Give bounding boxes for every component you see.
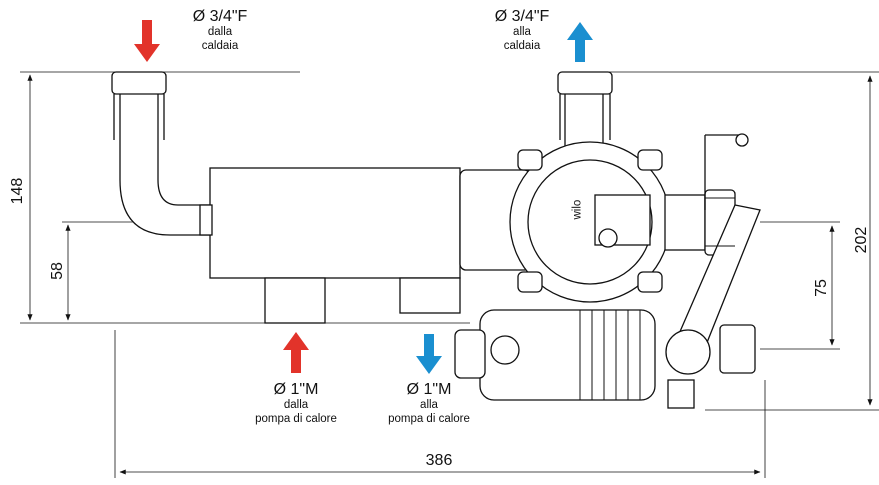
dim-right-inner: 75 (813, 279, 830, 297)
text-top-right-1: alla (513, 26, 531, 39)
manifold-body (111, 71, 761, 409)
size-top-right: Ø 3/4"F (494, 8, 550, 25)
label-bottom-right: Ø 1"M alla pompa di calore (369, 381, 489, 426)
arrow-up-cold-top (567, 22, 593, 62)
text-bottom-right-1: alla (420, 399, 438, 412)
pump-brand: wilo (571, 199, 584, 220)
dim-overall-height: 148 (9, 177, 26, 205)
text-top-right-2: caldaia (503, 39, 541, 52)
arrow-down-cold-bottom (416, 334, 442, 374)
dimension-lines (20, 71, 879, 478)
text-bottom-left-2: pompa di calore (255, 412, 337, 425)
label-top-right: Ø 3/4"F alla caldaia (462, 8, 582, 53)
dim-right-height: 202 (853, 226, 870, 254)
arrow-up-hot-bottom (283, 332, 309, 373)
filter-ribs (579, 197, 735, 400)
dim-overall-width: 386 (425, 452, 453, 469)
text-top-left-2: caldaia (201, 39, 239, 52)
size-bottom-left: Ø 1"M (273, 381, 319, 398)
text-bottom-left-1: dalla (283, 399, 309, 412)
flow-arrows (134, 20, 593, 374)
arrow-down-hot-top (134, 20, 160, 62)
size-bottom-right: Ø 1"M (406, 381, 452, 398)
size-top-left: Ø 3/4"F (192, 8, 248, 25)
text-bottom-right-2: pompa di calore (388, 412, 470, 425)
text-top-left-1: dalla (207, 26, 233, 39)
label-top-left: Ø 3/4"F dalla caldaia (160, 8, 280, 53)
label-bottom-left: Ø 1"M dalla pompa di calore (236, 381, 356, 426)
dim-center-height: 58 (49, 262, 66, 280)
